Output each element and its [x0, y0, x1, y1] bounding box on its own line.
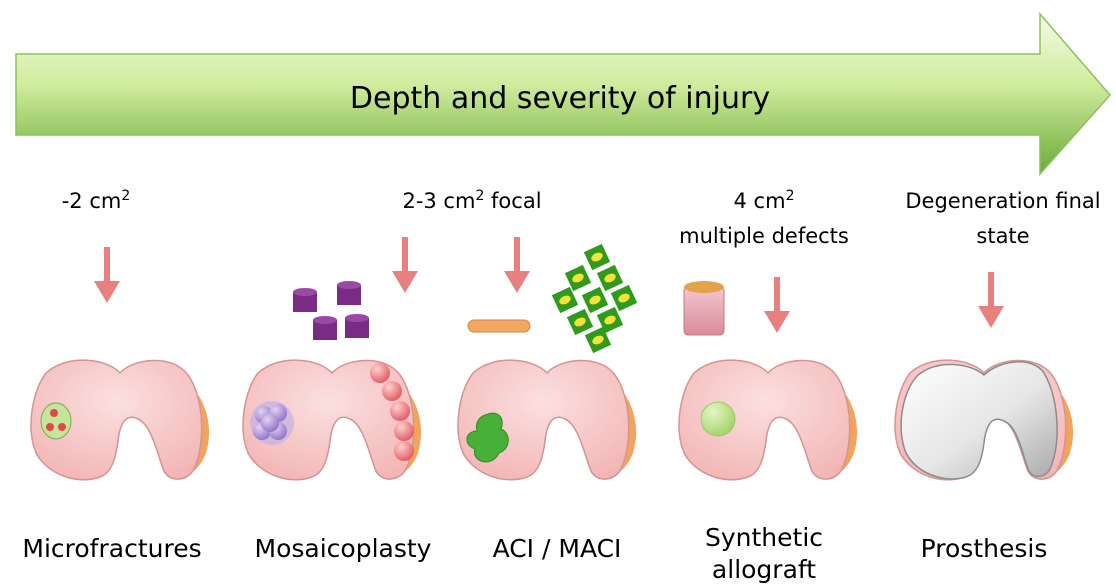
stage-1-size-label: -2 cm2: [62, 188, 131, 213]
mosaicoplasty-knee: [243, 360, 421, 480]
stage-4-name-line1: Synthetic: [705, 523, 823, 552]
aci-knee: [458, 360, 636, 480]
stage-5-name: Prosthesis: [921, 534, 1048, 563]
mosaicoplasty-plugs: [293, 281, 369, 340]
arrow-title: Depth and severity of injury: [350, 81, 770, 116]
stage-1-name: Microfractures: [22, 534, 201, 563]
microfracture-knee: [31, 360, 209, 480]
down-arrow-icon: [392, 237, 418, 293]
down-arrow-icon: [94, 247, 120, 303]
down-arrow-icon: [978, 272, 1004, 328]
stage-3-size-label: 2-3 cm2 focal: [402, 188, 541, 213]
svg-text:Degeneration final: Degeneration final: [905, 189, 1100, 213]
aci-cells: [547, 239, 642, 358]
aci-membrane: [468, 320, 530, 332]
stage-4-size-label: 4 cm2 multiple defects: [679, 188, 849, 248]
stage-4-name-line2: allograft: [712, 555, 816, 584]
svg-text:multiple defects: multiple defects: [679, 224, 849, 248]
severity-arrow: Depth and severity of injury: [16, 14, 1110, 174]
stage-3-name: ACI / MACI: [493, 534, 622, 563]
stage-5-size-label: Degeneration final state: [905, 189, 1100, 248]
down-arrow-icon: [504, 237, 530, 293]
synthetic-scaffold: [684, 281, 724, 335]
prosthesis-knee: [895, 360, 1073, 480]
stage-2-name: Mosaicoplasty: [255, 534, 432, 563]
down-arrow-icon: [764, 277, 790, 333]
synthetic-knee: [679, 360, 857, 480]
svg-text:4 cm2: 4 cm2: [734, 188, 795, 213]
svg-text:state: state: [976, 224, 1029, 248]
